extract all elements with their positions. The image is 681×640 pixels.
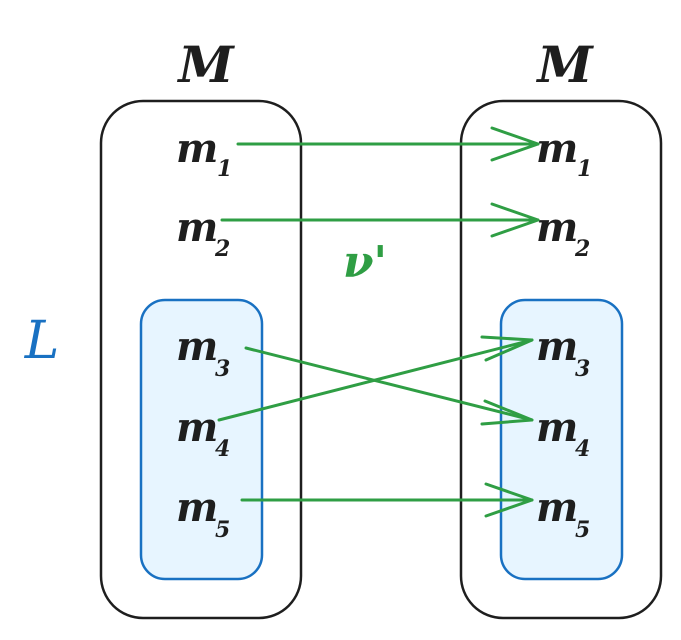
arrow-m5-to-m5 [240, 482, 534, 518]
svg-text:1: 1 [217, 156, 232, 182]
svg-text:m: m [536, 484, 578, 531]
svg-text:m: m [176, 323, 218, 370]
svg-text:m: m [536, 204, 578, 251]
arrow-m4-to-m3 [217, 335, 534, 422]
svg-text:m: m [536, 125, 578, 172]
svg-text:2: 2 [214, 236, 230, 262]
right-element-m5: m 5 [536, 484, 590, 543]
right-set-title: M [535, 35, 594, 94]
svg-text:m: m [176, 484, 218, 531]
left-element-m2: m 2 [176, 204, 230, 262]
right-element-m3: m 3 [536, 323, 590, 382]
svg-text:m: m [176, 404, 218, 451]
right-subset-box [499, 298, 624, 581]
svg-text:5: 5 [575, 517, 590, 543]
svg-text:m: m [536, 323, 578, 370]
svg-text:1: 1 [577, 156, 592, 182]
svg-text:4: 4 [215, 436, 230, 462]
svg-text:2: 2 [574, 236, 590, 262]
svg-text:m: m [536, 404, 578, 451]
right-element-m1: m 1 [536, 125, 592, 182]
svg-text:3: 3 [215, 356, 230, 382]
left-element-m1: m 1 [176, 125, 232, 182]
left-element-m3: m 3 [176, 323, 230, 382]
arrow-m1-to-m1 [236, 126, 540, 162]
subset-label: L [24, 311, 60, 371]
left-set-box [99, 99, 303, 620]
left-element-m5: m 5 [176, 484, 230, 543]
left-set-title: M [176, 35, 235, 94]
arrow-m3-to-m4 [244, 346, 534, 426]
arrow-m2-to-m2 [220, 202, 540, 238]
svg-text:m: m [176, 125, 218, 172]
right-element-m2: m 2 [536, 204, 590, 262]
mapping-label: ν' [343, 237, 387, 288]
svg-text:m: m [176, 204, 218, 251]
svg-text:5: 5 [215, 517, 230, 543]
svg-text:4: 4 [575, 436, 590, 462]
svg-text:3: 3 [575, 356, 590, 382]
left-subset-box [139, 298, 264, 581]
right-element-m4: m 4 [536, 404, 590, 462]
left-element-m4: m 4 [176, 404, 230, 462]
